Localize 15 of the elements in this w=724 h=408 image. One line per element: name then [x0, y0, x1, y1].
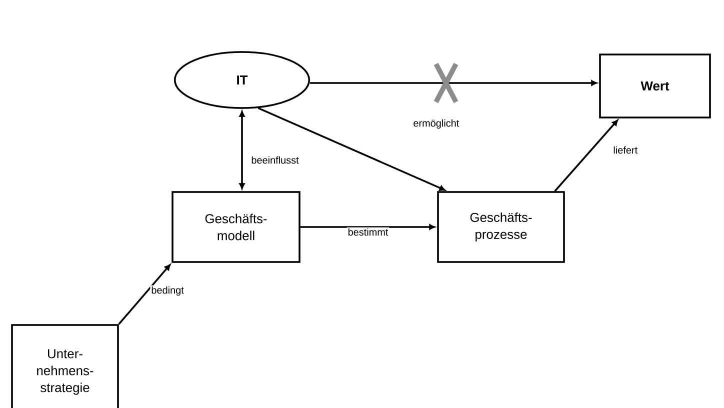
arrow [310, 80, 598, 86]
ellipse-node: IT [174, 51, 310, 109]
arrow [118, 264, 171, 325]
arrow [554, 120, 618, 192]
arrow [300, 224, 436, 230]
process-box: Wert [599, 54, 711, 118]
process-box: Geschäfts- prozesse [437, 191, 565, 263]
edge-label: beeinflusst [250, 155, 300, 165]
process-box: Geschäfts- modell [172, 191, 300, 263]
arrow [239, 110, 245, 190]
edge-label: liefert [612, 145, 639, 155]
edge-label: ermöglicht [412, 118, 460, 130]
edge-label: bedingt [150, 285, 185, 297]
process-box: Unter- nehmens- strategie [11, 324, 119, 408]
arrow [258, 107, 446, 191]
